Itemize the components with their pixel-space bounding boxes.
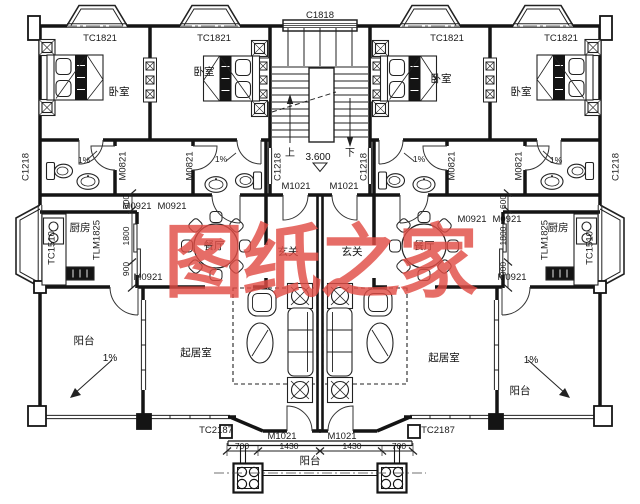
label-window-tc1821-1: TC1821 — [83, 33, 117, 44]
label-window-kitchen-right: TC1510 — [585, 231, 596, 265]
label-door-m0821-1: M0821 — [118, 151, 129, 180]
dim-900-left: 900 — [121, 262, 131, 276]
dim-1800-right: 1800 — [498, 226, 508, 245]
label-door-m1021-3: M1021 — [267, 431, 296, 442]
labels: C1818 TC1821 TC1821 TC1821 TC1821 卧室 卧室 … — [21, 10, 622, 467]
party-wall — [316, 195, 324, 431]
label-door-tlm1825-left: TLM1825 — [92, 220, 103, 260]
label-door-m1021-1: M1021 — [281, 181, 310, 192]
label-window-tc1821-4: TC1821 — [544, 33, 578, 44]
staircase — [271, 28, 368, 173]
label-door-tlm1825-right: TLM1825 — [540, 220, 551, 260]
label-window-c1218-4: C1218 — [611, 153, 622, 181]
label-slope-bath-1: 1% — [78, 155, 91, 165]
label-window-tc1821-3: TC1821 — [430, 33, 464, 44]
dim-700-left: 700 — [235, 441, 249, 451]
label-window-c1218-2: C1218 — [273, 153, 284, 181]
label-kitchen-left: 厨房 — [70, 221, 91, 234]
label-window-c1218-3: C1218 — [359, 153, 370, 181]
label-window-c1818: C1818 — [306, 10, 334, 21]
dim-1430-right: 1430 — [343, 441, 362, 451]
label-floor-level: 3.600 — [305, 152, 330, 163]
label-door-m0921-2: M0921 — [157, 201, 186, 212]
label-door-m0921-6: M0921 — [497, 272, 526, 283]
label-window-kitchen-left: TC1510 — [47, 231, 58, 265]
label-window-tc2187-left: TC2187 — [199, 425, 233, 436]
label-foyer-left: 玄关 — [278, 245, 299, 258]
label-stair-down: 下 — [345, 148, 355, 159]
label-slope-bath-2: 1% — [215, 154, 228, 164]
label-window-c1218-1: C1218 — [21, 153, 32, 181]
label-kitchen-right: 厨房 — [548, 221, 569, 234]
label-window-tc2187-right: TC2187 — [421, 425, 455, 436]
label-slope-balcony-left: 1% — [103, 353, 118, 364]
label-balcony-right: 阳台 — [510, 384, 531, 397]
dim-900-right: 900 — [498, 262, 508, 276]
label-living-right: 起居室 — [428, 351, 460, 364]
label-foyer-right: 玄关 — [342, 245, 363, 258]
dim-1800-left: 1800 — [121, 226, 131, 245]
label-door-m0921-1: M0921 — [122, 201, 151, 212]
label-bedroom-3: 卧室 — [431, 72, 452, 85]
label-door-m0921-3: M0921 — [457, 214, 486, 225]
label-door-m1021-2: M1021 — [329, 181, 358, 192]
label-slope-bath-3: 1% — [413, 154, 426, 164]
label-bedroom-1: 卧室 — [109, 85, 130, 98]
dim-600-left: 600 — [121, 195, 131, 209]
label-dining-left: 餐厅 — [204, 239, 225, 252]
label-bedroom-4: 卧室 — [511, 85, 532, 98]
label-dining-right: 餐厅 — [414, 239, 435, 252]
label-bedroom-2: 卧室 — [194, 65, 215, 78]
dim-1430-left: 1430 — [280, 441, 299, 451]
label-balcony-left: 阳台 — [74, 334, 95, 347]
dim-700-right: 700 — [392, 441, 406, 451]
label-balcony-porch: 阳台 — [300, 454, 321, 467]
label-door-m0821-2: M0821 — [185, 151, 196, 180]
label-door-m0921-5: M0921 — [133, 272, 162, 283]
label-door-m0821-4: M0821 — [514, 151, 525, 180]
label-slope-bath-4: 1% — [550, 155, 563, 165]
label-window-tc1821-2: TC1821 — [197, 33, 231, 44]
label-stair-up: 上 — [285, 147, 295, 159]
dim-600-right: 600 — [498, 195, 508, 209]
label-living-left: 起居室 — [180, 346, 212, 359]
label-door-m0921-4: M0921 — [492, 214, 521, 225]
label-door-m0821-3: M0821 — [447, 151, 458, 180]
label-door-m1021-4: M1021 — [327, 431, 356, 442]
label-slope-balcony-right: 1% — [524, 355, 539, 366]
